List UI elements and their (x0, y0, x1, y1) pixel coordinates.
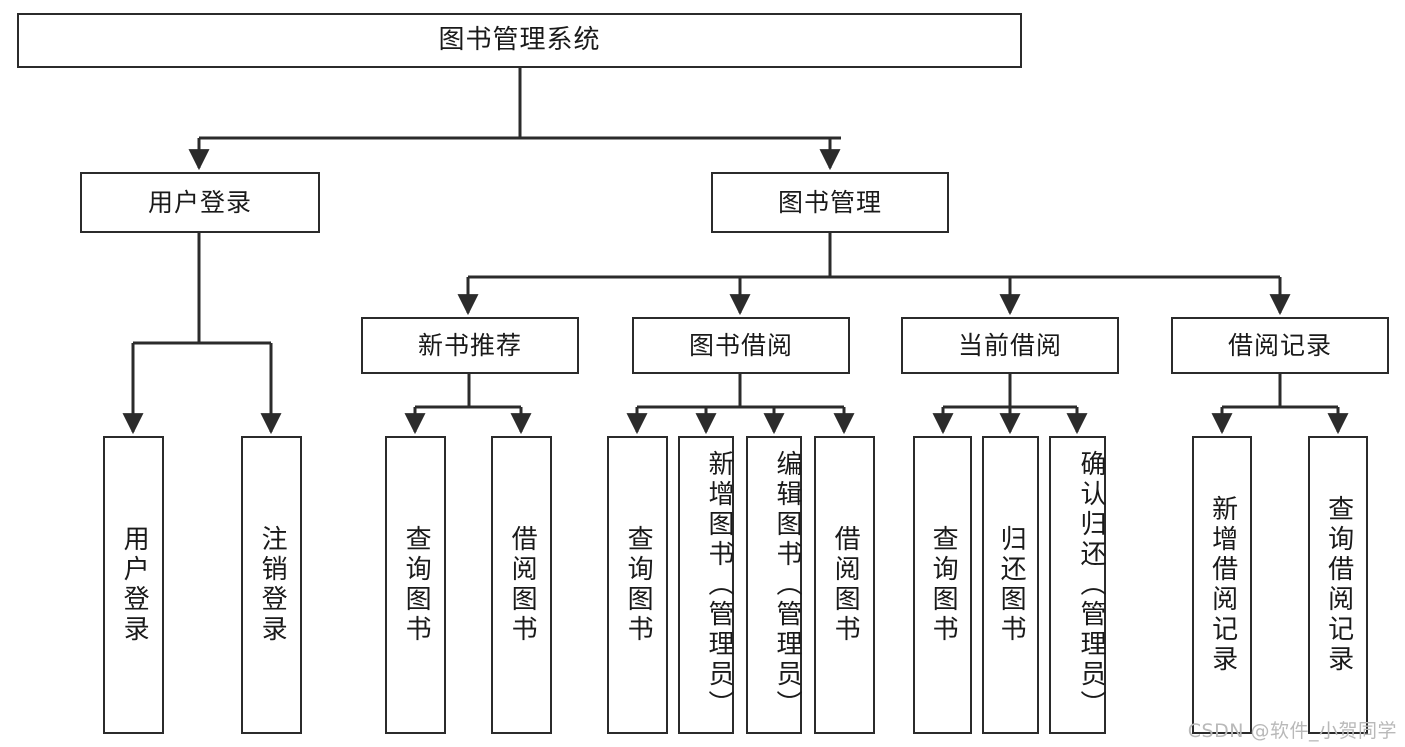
node-label: 图书管理系统 (438, 25, 601, 56)
leaf-user-logout[interactable]: 注销登录 (241, 436, 302, 734)
node-borrow-record[interactable]: 借阅记录 (1171, 317, 1389, 374)
node-label: 新书推荐 (417, 330, 522, 360)
node-label: 借阅记录 (1227, 330, 1332, 360)
node-label: 用户登录 (147, 187, 252, 217)
node-label: 查询图书 (623, 525, 654, 645)
node-label: 借阅图书 (507, 525, 538, 645)
node-current-borrow[interactable]: 当前借阅 (901, 317, 1119, 374)
leaf-query-borrow-record[interactable]: 查询借阅记录 (1308, 436, 1368, 734)
leaf-query-book-current[interactable]: 查询图书 (913, 436, 972, 734)
leaf-query-book-borrow[interactable]: 查询图书 (607, 436, 668, 734)
node-label: 编辑图书（管理员） (772, 450, 802, 720)
leaf-borrow-book-recommend[interactable]: 借阅图书 (491, 436, 552, 734)
node-label: 图书管理 (777, 187, 882, 217)
leaf-add-borrow-record[interactable]: 新增借阅记录 (1192, 436, 1252, 734)
node-label: 借阅图书 (830, 525, 861, 645)
node-book-management[interactable]: 图书管理 (711, 172, 949, 233)
node-book-borrow[interactable]: 图书借阅 (632, 317, 850, 374)
node-root-system[interactable]: 图书管理系统 (17, 13, 1022, 68)
node-label: 查询图书 (928, 525, 959, 645)
node-label: 查询图书 (401, 525, 432, 645)
leaf-user-login[interactable]: 用户登录 (103, 436, 164, 734)
node-label: 用户登录 (119, 525, 150, 645)
node-label: 新增借阅记录 (1207, 495, 1238, 675)
leaf-query-book-recommend[interactable]: 查询图书 (385, 436, 446, 734)
node-label: 当前借阅 (957, 330, 1062, 360)
node-user-login[interactable]: 用户登录 (80, 172, 320, 233)
leaf-return-book[interactable]: 归还图书 (982, 436, 1039, 734)
node-label: 图书借阅 (688, 330, 793, 360)
leaf-add-book-admin[interactable]: 新增图书（管理员） (678, 436, 734, 734)
node-label: 确认归还（管理员） (1076, 450, 1106, 720)
leaf-borrow-book[interactable]: 借阅图书 (814, 436, 875, 734)
csdn-watermark: CSDN @软件_小贺同学 (1187, 720, 1397, 742)
node-label: 查询借阅记录 (1323, 495, 1354, 675)
node-label: 新增图书（管理员） (704, 450, 734, 720)
leaf-edit-book-admin[interactable]: 编辑图书（管理员） (746, 436, 802, 734)
node-new-book-recommend[interactable]: 新书推荐 (361, 317, 579, 374)
node-label: 注销登录 (257, 525, 288, 645)
node-label: 归还图书 (996, 525, 1027, 645)
leaf-confirm-return-admin[interactable]: 确认归还（管理员） (1049, 436, 1106, 734)
